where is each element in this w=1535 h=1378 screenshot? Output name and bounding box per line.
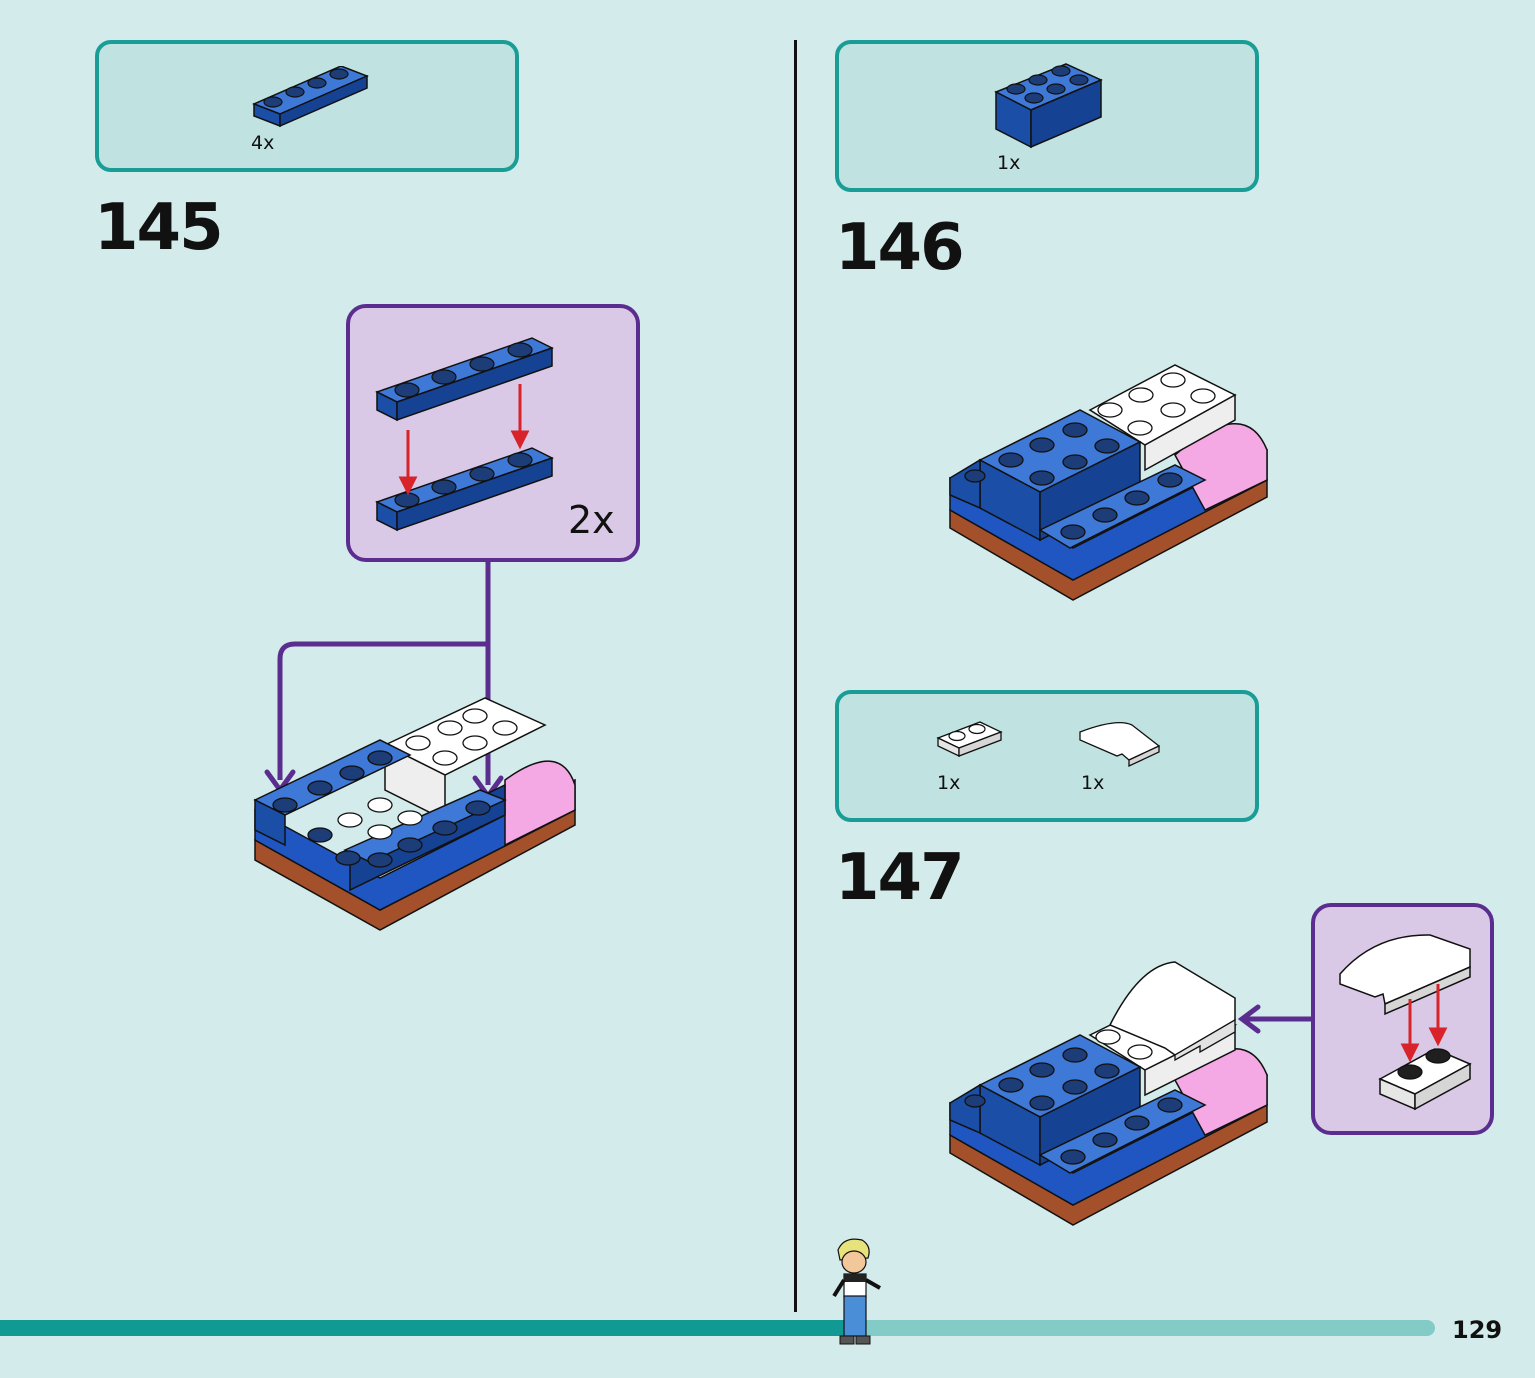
callout-arrow-147 <box>1237 1004 1312 1034</box>
minifigure-icon <box>832 1238 881 1345</box>
parts-list-147: 1x 1x <box>835 690 1259 822</box>
parts-list-145: 4x <box>95 40 519 172</box>
page-number: 129 <box>1452 1316 1503 1344</box>
model-step-147 <box>949 961 1268 1226</box>
part-qty: 4x <box>251 132 275 154</box>
slope-on-plate-icon <box>1339 934 1472 1111</box>
progress-bar <box>0 1320 847 1336</box>
step-number: 146 <box>835 211 965 285</box>
blue-plate-1x4-icon <box>252 66 369 128</box>
white-curved-slope-icon <box>1079 722 1161 768</box>
part-qty: 1x <box>997 152 1021 174</box>
sub-assembly-callout: 2x <box>346 304 640 562</box>
step-number: 147 <box>835 841 965 915</box>
white-plate-1x2-icon <box>936 721 1003 758</box>
parts-list-146: 1x <box>835 40 1259 192</box>
model-step-146 <box>949 364 1268 601</box>
part-qty: 1x <box>937 772 961 794</box>
part-qty: 1x <box>1081 772 1105 794</box>
sub-assembly-callout-147 <box>1311 903 1494 1135</box>
page-divider <box>794 40 797 1312</box>
sub-assembly-plates-icon <box>375 337 554 532</box>
blue-brick-2x3-icon <box>994 63 1103 149</box>
step-number: 145 <box>94 191 224 265</box>
callout-qty: 2x <box>568 498 615 542</box>
model-step-145 <box>253 697 576 931</box>
